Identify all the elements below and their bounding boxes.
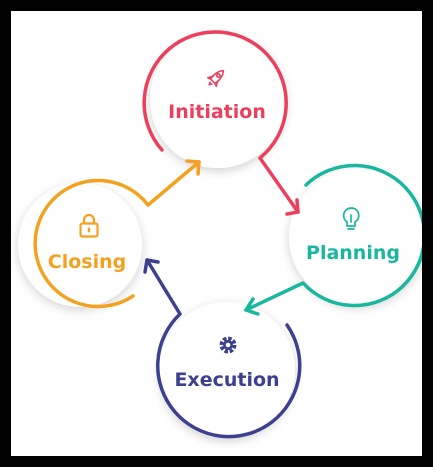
initiation-arrowhead [285,198,300,216]
initiation-arc [142,30,300,214]
planning-arc [244,163,422,312]
execution-ring [143,258,302,439]
execution-arc [145,258,302,439]
closing-arrowhead [185,159,201,176]
execution-label: Execution [174,369,279,391]
initiation-ring [142,30,300,216]
project-lifecycle-diagram: Initiation Planning Execution Closing [18,30,422,439]
closing-arc [33,160,201,309]
rocket-icon [207,69,225,87]
planning-ring [244,163,422,316]
closing-ring [33,159,201,309]
stage-discs [18,32,422,438]
gear-icon [219,336,237,354]
execution-arrowhead [143,258,160,274]
initiation-label: Initiation [168,101,266,123]
diagram-frame: Initiation Planning Execution Closing [11,11,422,456]
closing-label: Closing [48,251,126,273]
lightbulb-icon [342,207,360,230]
planning-label: Planning [306,242,400,264]
planning-arrowhead [244,297,260,316]
lock-icon [79,213,99,238]
